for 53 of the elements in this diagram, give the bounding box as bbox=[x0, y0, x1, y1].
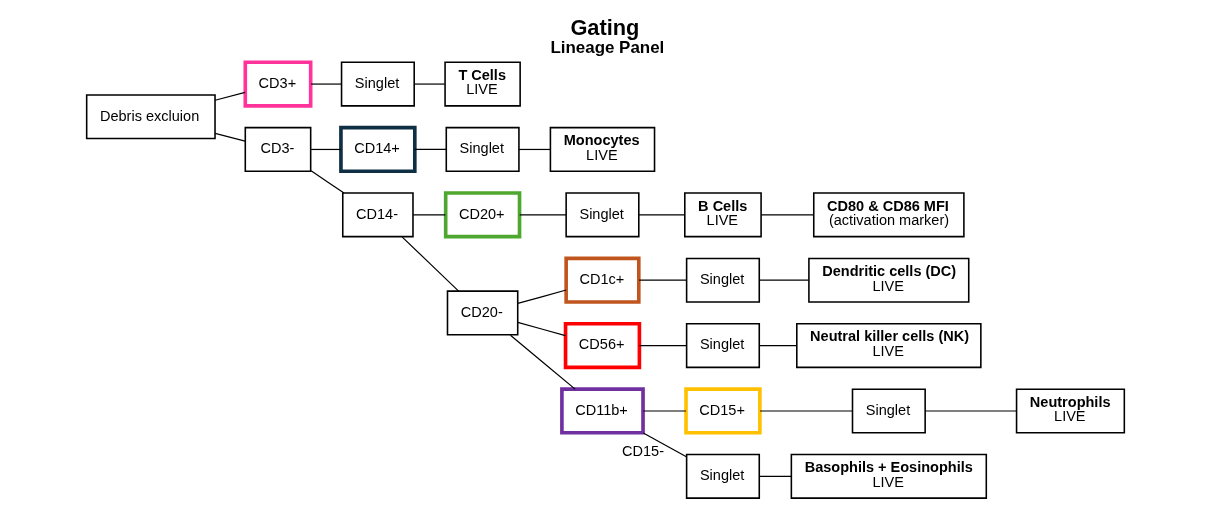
node-box: Singlet bbox=[564, 191, 640, 237]
node-box: CD11b+ bbox=[559, 386, 645, 435]
node-box: CD14+ bbox=[338, 125, 417, 173]
node-box: CD20+ bbox=[443, 190, 521, 238]
connector bbox=[760, 213, 814, 215]
node-box: Singlet bbox=[685, 453, 760, 499]
node-box: Singlet bbox=[445, 126, 520, 172]
connector bbox=[310, 169, 345, 194]
connector bbox=[401, 236, 459, 292]
connector bbox=[924, 409, 1017, 412]
connector bbox=[310, 148, 341, 150]
connector bbox=[758, 279, 809, 281]
connector bbox=[518, 213, 567, 215]
connector bbox=[638, 213, 685, 215]
connector bbox=[642, 409, 687, 412]
connector bbox=[517, 148, 551, 150]
node-box: Singlet bbox=[685, 257, 760, 303]
node-box: Basophils + Eosinophils LIVE bbox=[790, 453, 987, 499]
connector bbox=[638, 344, 687, 346]
connector bbox=[412, 213, 446, 215]
node-box: CD14- bbox=[341, 191, 414, 237]
connector bbox=[516, 321, 566, 336]
node-box: CD56+ bbox=[563, 321, 641, 369]
connector bbox=[758, 344, 797, 346]
node-box: CD3- bbox=[244, 126, 311, 172]
node-box: Neutrophils LIVE bbox=[1015, 387, 1125, 434]
node-box: Neutral killer cells (NK) LIVE bbox=[795, 322, 982, 368]
node-box: Debris excluion bbox=[85, 93, 216, 139]
connector bbox=[638, 279, 687, 281]
node-box: Monocytes LIVE bbox=[549, 126, 655, 172]
connector bbox=[310, 82, 342, 85]
node-box: CD15+ bbox=[683, 386, 762, 435]
diagram-title: Gating bbox=[569, 14, 639, 40]
edge-label: CD15- bbox=[621, 442, 664, 459]
node-box: Dendritic cells (DC) LIVE bbox=[807, 257, 970, 303]
node-box: CD80 & CD86 MFI (activation marker) bbox=[812, 191, 965, 237]
node-box: Singlet bbox=[685, 322, 760, 368]
node-box: Singlet bbox=[340, 61, 415, 107]
connector bbox=[758, 409, 853, 412]
connector bbox=[642, 431, 687, 457]
connector bbox=[413, 82, 445, 85]
connector bbox=[214, 91, 246, 101]
node-box: CD20- bbox=[446, 289, 518, 335]
connector bbox=[413, 148, 447, 150]
node-box: B Cells LIVE bbox=[683, 191, 762, 237]
connector bbox=[214, 132, 246, 142]
connector bbox=[509, 334, 576, 390]
connector bbox=[758, 475, 792, 477]
connector bbox=[516, 288, 567, 304]
node-box: CD1c+ bbox=[563, 256, 641, 304]
node-box: Singlet bbox=[851, 387, 926, 434]
node-box: T Cells LIVE bbox=[443, 61, 521, 107]
node-box: CD3+ bbox=[242, 59, 312, 108]
